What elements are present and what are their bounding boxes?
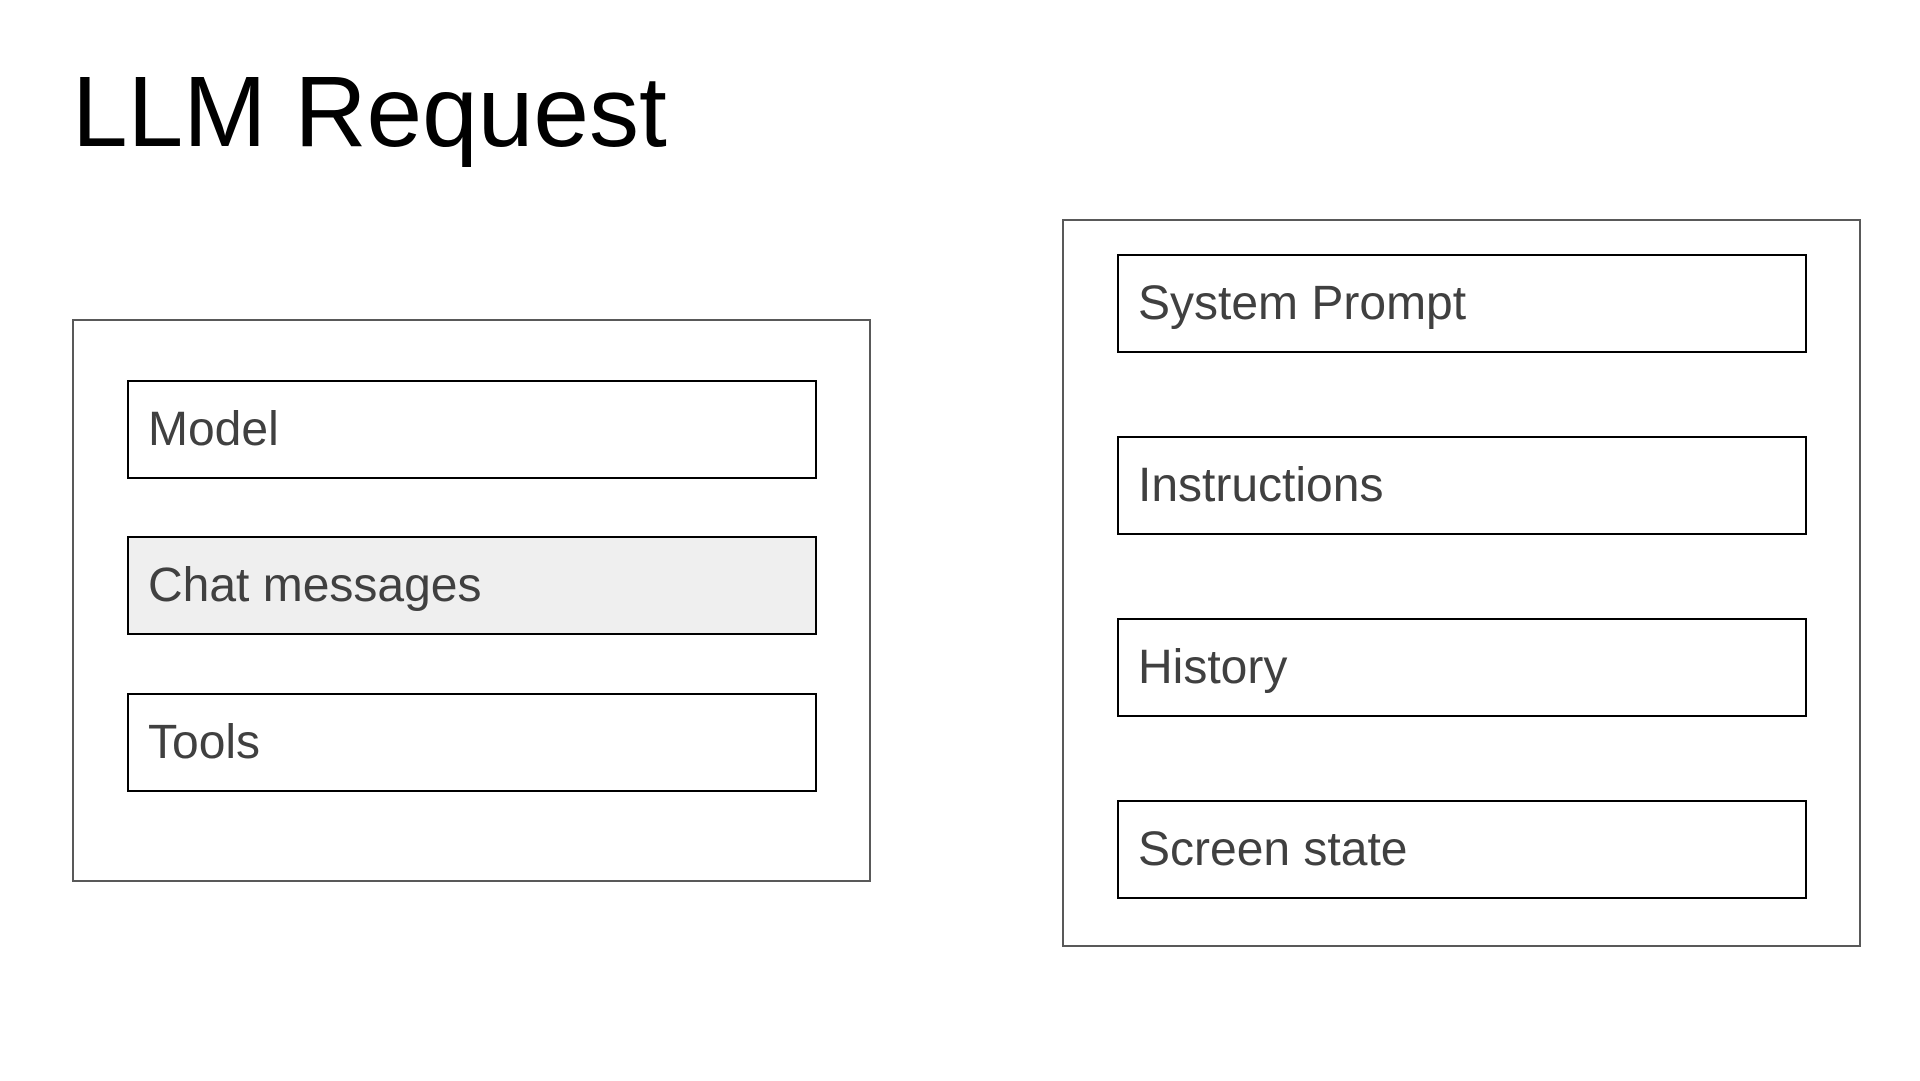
- instructions-box: Instructions: [1117, 436, 1807, 535]
- chat-messages-detail-panel: System Prompt Instructions History Scree…: [1062, 219, 1861, 947]
- screen-state-box: Screen state: [1117, 800, 1807, 899]
- page-title: LLM Request: [72, 56, 667, 168]
- history-box: History: [1117, 618, 1807, 717]
- chat-messages-box: Chat messages: [127, 536, 817, 635]
- system-prompt-box: System Prompt: [1117, 254, 1807, 353]
- model-box: Model: [127, 380, 817, 479]
- llm-request-panel: Model Chat messages Tools: [72, 319, 871, 882]
- tools-box: Tools: [127, 693, 817, 792]
